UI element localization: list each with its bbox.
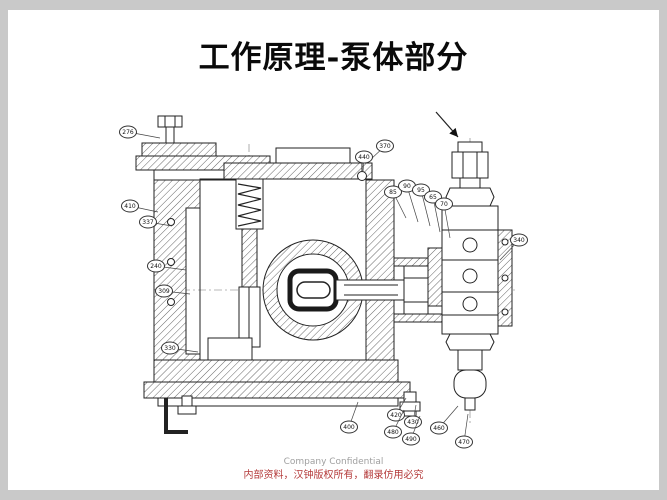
callout-label: 85 (389, 189, 397, 196)
callout-480 (384, 425, 402, 439)
callout-490 (402, 432, 420, 446)
base-fasteners (164, 391, 421, 434)
callout-label: 460 (433, 425, 445, 432)
callout-460 (430, 421, 448, 435)
callout-label: 340 (513, 237, 525, 244)
callout-276 (119, 125, 137, 139)
callout-label: 490 (405, 436, 417, 443)
callout-label: 240 (150, 263, 162, 270)
callout-label: 65 (429, 194, 437, 201)
callout-label: 330 (164, 345, 176, 352)
callout-430 (404, 415, 422, 429)
callout-400 (340, 420, 358, 434)
callout-label: 90 (403, 183, 411, 190)
copyright-notice: 内部资料，汉钟版权所有，翻录仿用必究 (243, 470, 424, 481)
callout-95 (412, 183, 430, 197)
callout-330 (161, 341, 179, 355)
counterweight (207, 337, 253, 361)
page-title: 工作原理-泵体部分 (198, 40, 469, 76)
callout-240 (147, 259, 165, 273)
callout-label: 370 (379, 143, 391, 150)
callout-label: 95 (417, 187, 425, 194)
top-cap-assembly (223, 147, 373, 181)
callout-label: 410 (124, 203, 136, 210)
footer: Company Confidential 内部资料，汉钟版权所有，翻录仿用必究 (8, 457, 659, 482)
valve-stack (427, 111, 513, 411)
callout-410 (121, 199, 139, 213)
pump-chamber (262, 239, 364, 341)
callout-label: 430 (407, 419, 419, 426)
presentation-slide: 工作原理-泵体部分 (8, 10, 659, 490)
callout-label: 276 (122, 129, 134, 136)
callout-label: 337 (142, 219, 154, 226)
callout-309 (155, 284, 173, 298)
pointer-arrow (435, 111, 459, 138)
callout-70 (435, 197, 453, 211)
callout-label: 470 (458, 439, 470, 446)
callout-440 (355, 150, 373, 164)
callout-337 (139, 215, 157, 229)
piston-spring-column (235, 178, 264, 348)
callout-340 (510, 233, 528, 247)
callout-370 (376, 139, 394, 153)
callout-85 (384, 185, 402, 199)
callout-label: 309 (158, 288, 170, 295)
callout-label: 480 (387, 429, 399, 436)
connecting-rod (335, 257, 443, 323)
callout-label: 420 (390, 412, 402, 419)
confidential-label: Company Confidential (283, 457, 384, 468)
callout-label: 70 (440, 201, 448, 208)
callout-470 (455, 435, 473, 449)
callout-label: 400 (343, 424, 355, 431)
callout-label: 440 (358, 154, 370, 161)
